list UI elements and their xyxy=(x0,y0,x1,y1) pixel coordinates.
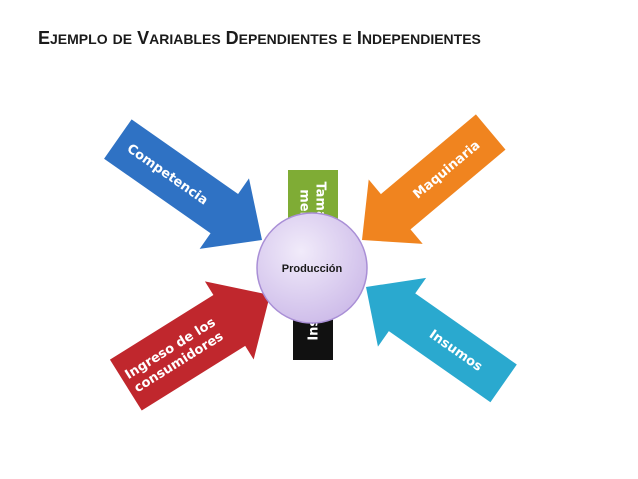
title-word-initial: V xyxy=(137,28,150,48)
arrow-shape xyxy=(366,277,517,403)
arrow-insumos-right: Insumos xyxy=(366,277,517,403)
title-word: NDEPENDIENTES xyxy=(361,31,481,47)
title-word-initial: D xyxy=(225,28,239,48)
center-circle xyxy=(256,212,368,324)
arrow-shape xyxy=(109,281,270,411)
arrow-shape xyxy=(362,114,506,244)
title-word-initial: E xyxy=(38,28,51,48)
arrow-shape xyxy=(104,119,262,249)
title-word-initial: I xyxy=(356,28,362,48)
title-word: ARIABLES xyxy=(149,31,221,47)
title-word: DE xyxy=(112,31,133,47)
center-label: Producción xyxy=(282,263,343,275)
arrow-competencia: Competencia xyxy=(104,119,262,249)
title-word: JEMPLO xyxy=(50,31,108,47)
title-word: E xyxy=(342,31,352,47)
page-title: EJEMPLO DE VARIABLES DEPENDIENTES E INDE… xyxy=(38,28,481,49)
title-word: EPENDIENTES xyxy=(238,31,338,47)
